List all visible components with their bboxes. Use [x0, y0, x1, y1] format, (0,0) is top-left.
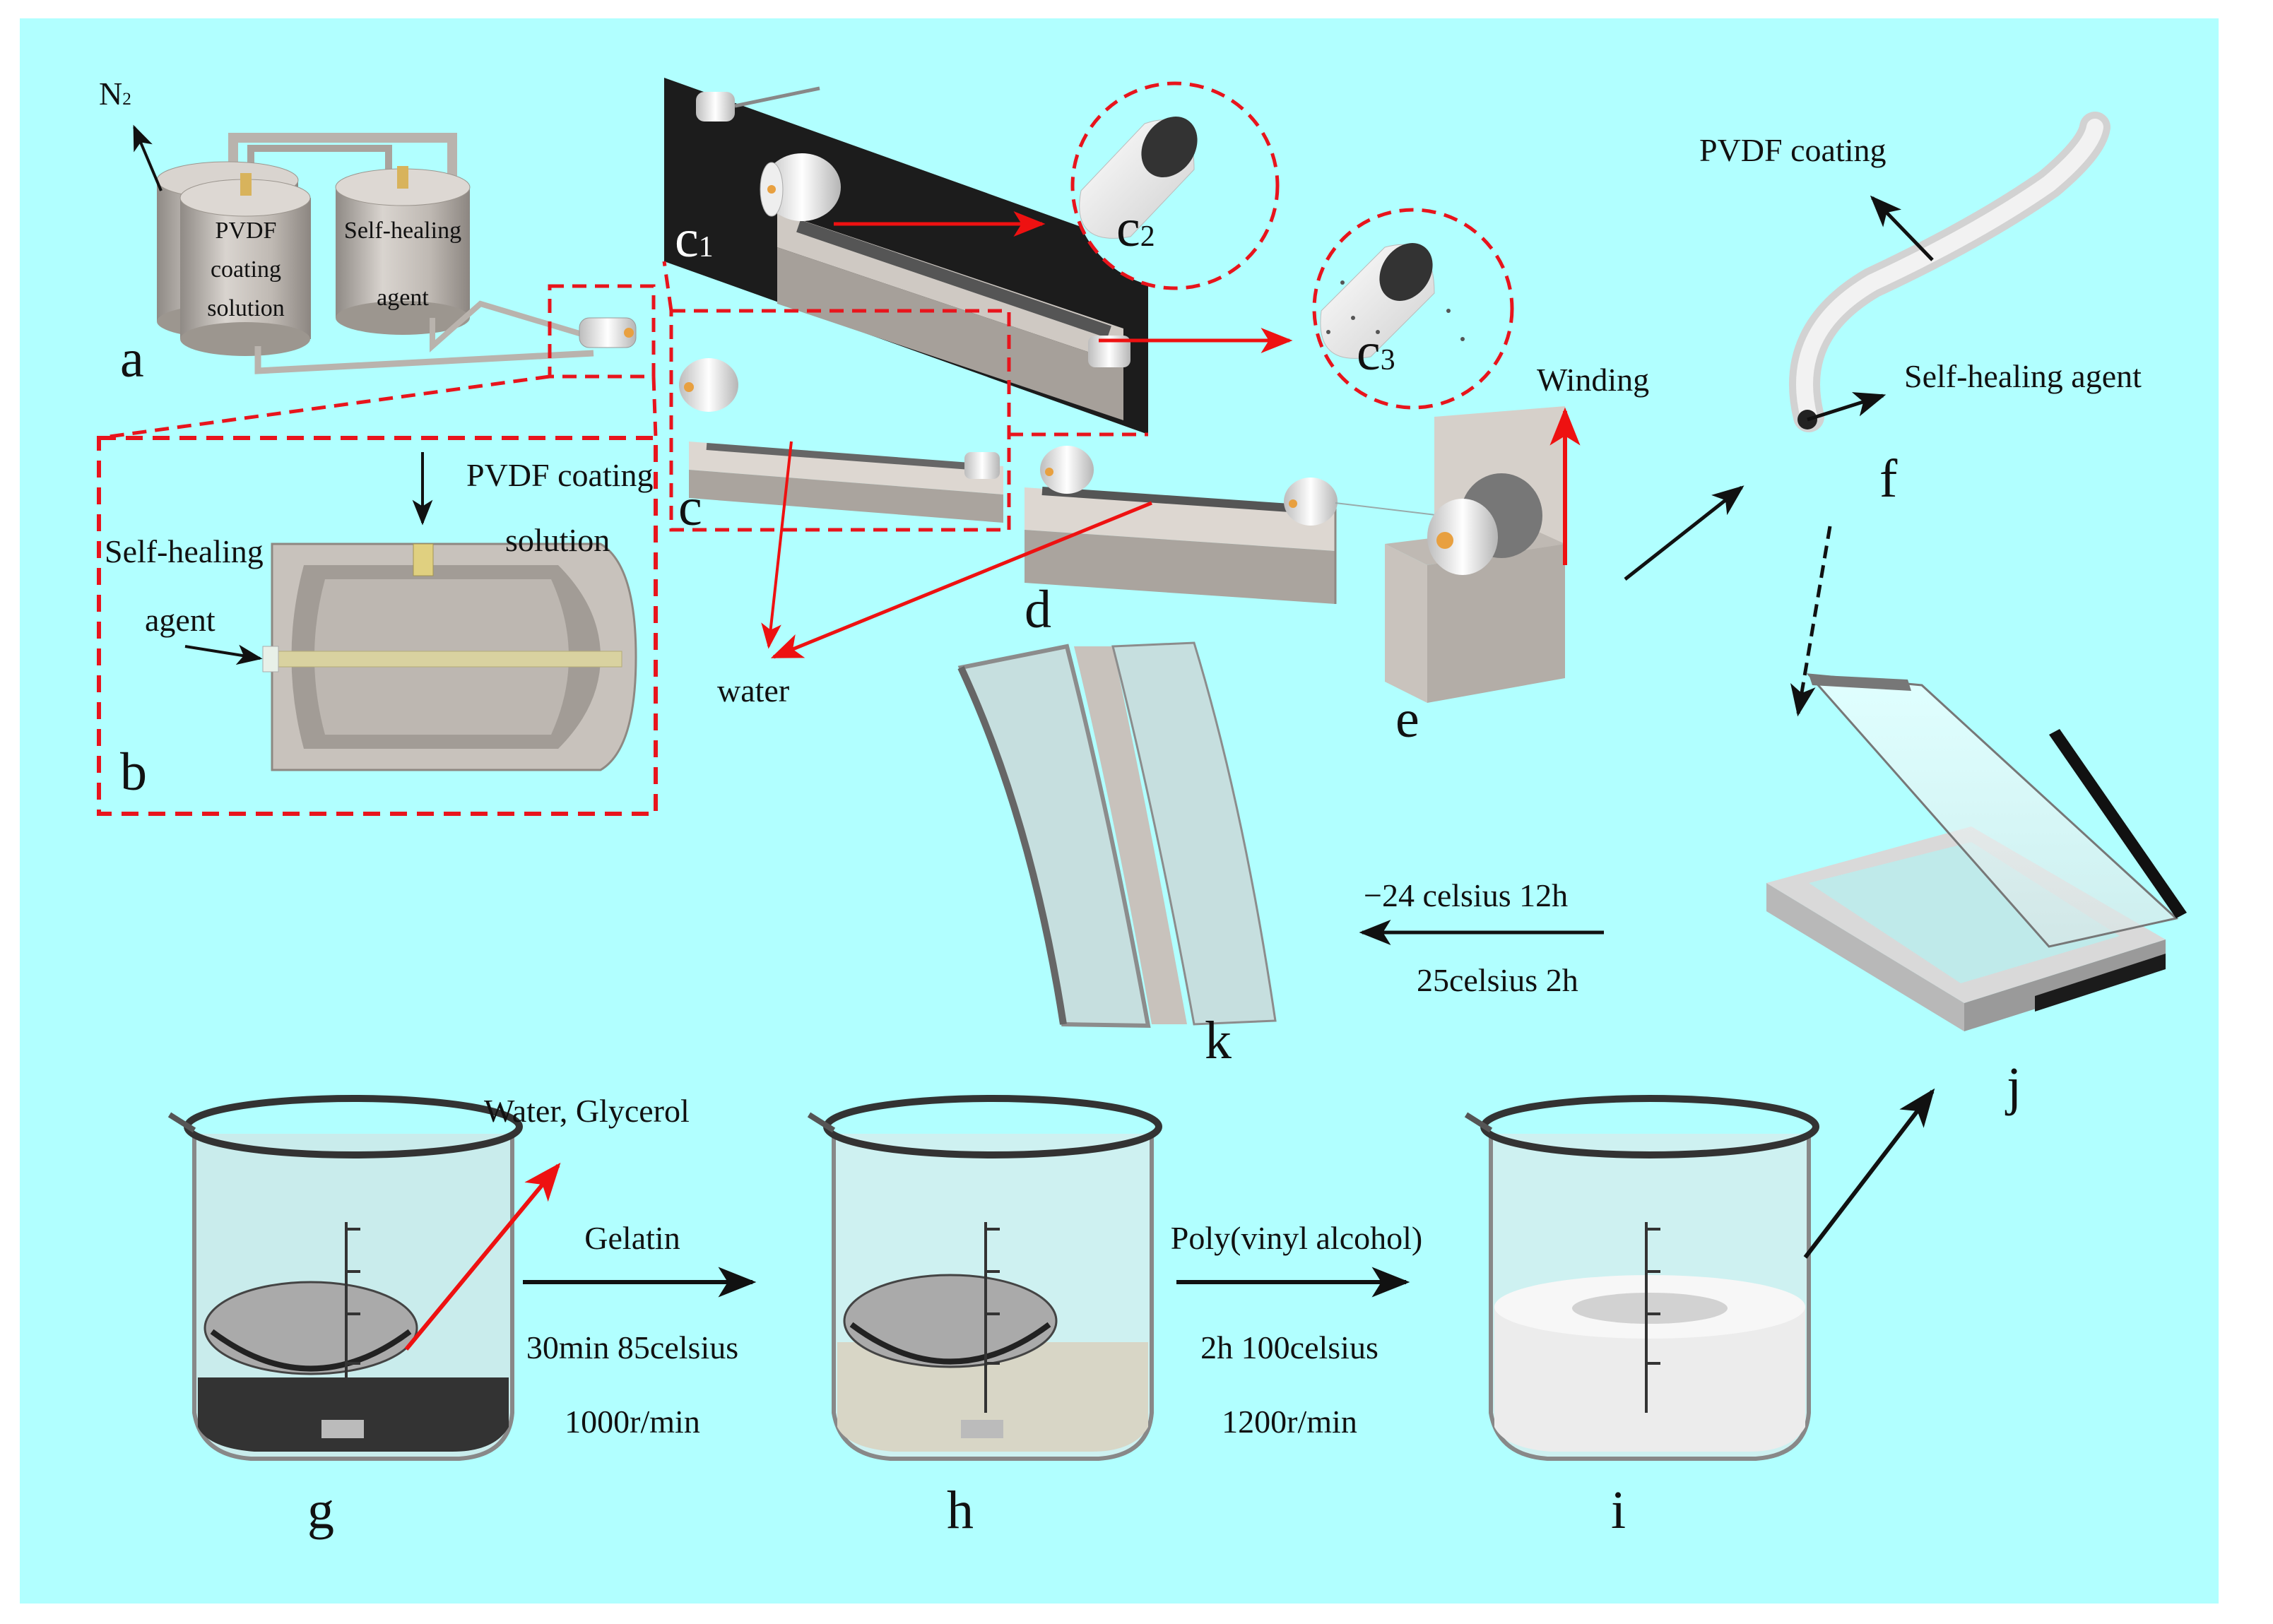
glycerol-arrow [404, 1162, 561, 1351]
bath-c-dashed-box [669, 309, 1011, 532]
f-self-healing-agent-label: Self-healing agent [1904, 358, 2142, 394]
zoom-line [651, 376, 658, 439]
tank-pvdf-solution [179, 173, 311, 356]
panel-c2 [1070, 81, 1280, 290]
jk-temp2-label: 25celsius 2h [1417, 962, 1578, 998]
tank-pvdf-label-3: solution [207, 295, 285, 321]
fiber-line [1335, 502, 1442, 516]
mold-box [1766, 673, 2187, 1031]
tank-pvdf-label-1: PVDF [215, 218, 277, 244]
hi-cond1-label: 2h 100celsius [1200, 1329, 1378, 1365]
beaker-h [807, 1095, 1162, 1461]
jk-temp1-label: −24 celsius 12h [1364, 877, 1569, 913]
coagulation-bath [679, 358, 1003, 523]
label-c3: c3 [1357, 322, 1395, 381]
b-self-healing-label: Self-healing [105, 533, 264, 569]
washing-bath [1025, 446, 1338, 604]
bath-water-arrow [761, 441, 793, 649]
label-c: c [678, 478, 702, 537]
agent-inlet-arrow [184, 644, 263, 665]
label-h: h [947, 1481, 974, 1540]
self-healing-agent-arrow [1807, 392, 1887, 422]
core-shell-fiber-highlight [1796, 119, 2103, 425]
winding-label: Winding [1537, 362, 1650, 398]
label-f: f [1879, 449, 1898, 509]
panel-c3 [1312, 208, 1514, 410]
tank-assembly [156, 133, 637, 374]
label-g: g [307, 1481, 334, 1540]
label-a: a [120, 329, 144, 389]
bath-c1 [777, 212, 1123, 420]
nozzle-zoom-box [548, 284, 656, 379]
label-k: k [1205, 1011, 1232, 1070]
gh-gelatin-label: Gelatin [584, 1220, 680, 1256]
e-to-f-arrow [1624, 485, 1744, 581]
panel-c1 [664, 78, 1148, 434]
label-c1: c1 [675, 209, 714, 268]
label-c2: c2 [1116, 198, 1155, 258]
label-j: j [2007, 1057, 2022, 1116]
b-agent-label: agent [145, 602, 216, 638]
zoom-line [662, 261, 673, 312]
label-b: b [120, 742, 147, 802]
n2-label: N2 [99, 76, 131, 112]
i-to-j-arrow [1803, 1088, 1935, 1259]
roller-c1 [760, 153, 841, 221]
zoom-line [98, 374, 550, 440]
label-i: i [1611, 1481, 1626, 1540]
label-d: d [1025, 580, 1051, 639]
pvdf-coating-arrow [1870, 195, 1934, 261]
hi-pva-label: Poly(vinyl alcohol) [1170, 1220, 1423, 1256]
hydrogel-sheet [957, 641, 1277, 1029]
label-e: e [1395, 689, 1419, 749]
f-to-j-arrow [1790, 526, 1832, 717]
tank-heal-label-2: agent [377, 285, 429, 311]
hi-cond2-label: 1200r/min [1222, 1404, 1357, 1440]
water-label: water [717, 672, 790, 709]
beaker-i [1464, 1095, 1819, 1461]
panel-b-dashed-box [97, 436, 658, 816]
b-pvdf-label: PVDF coating [466, 457, 654, 493]
washing-water-arrow [770, 501, 1152, 659]
beaker-g [167, 1095, 523, 1461]
g-water-glycerol-label: Water, Glycerol [484, 1093, 690, 1129]
spinneret-nozzle [579, 317, 637, 348]
gh-cond1-label: 30min 85celsius [526, 1329, 739, 1365]
gh-cond2-label: 1000r/min [565, 1404, 700, 1440]
n2-arrow [133, 124, 163, 191]
tank-heal-label-1: Self-healing [343, 218, 462, 244]
f-pvdf-coating-label: PVDF coating [1699, 132, 1887, 168]
tank-pvdf-label-2: coating [210, 256, 282, 283]
spinneret-cross-section [262, 543, 637, 771]
winding-unit [1385, 406, 1565, 703]
b-solution-label: solution [505, 522, 610, 558]
tank-self-healing-agent [335, 166, 471, 335]
